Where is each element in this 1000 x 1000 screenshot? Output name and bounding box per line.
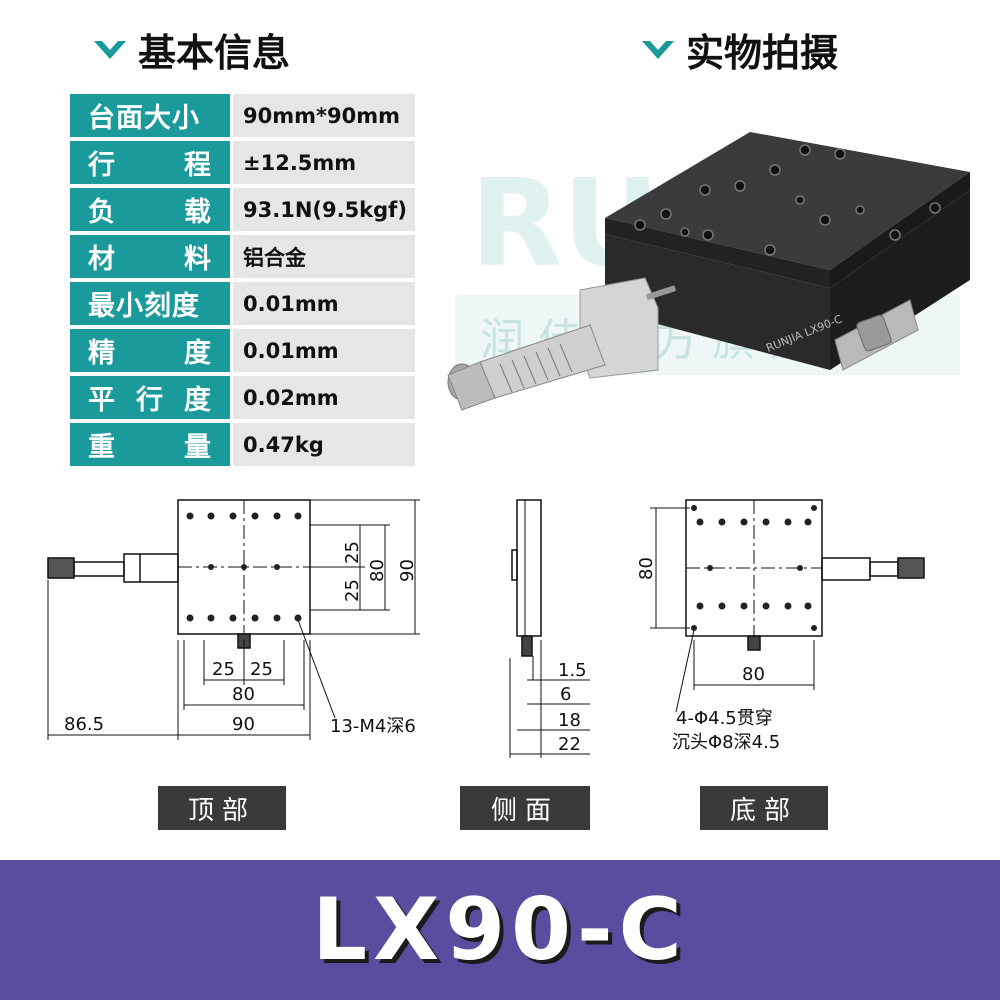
dim-25-right: 25 — [250, 659, 273, 680]
spec-label: 台面大小 — [70, 94, 230, 137]
spec-label-char: 料 — [184, 244, 212, 275]
spec-label: 精度 — [70, 329, 230, 372]
dim-80-bottom-view: 80 — [742, 664, 765, 685]
section-title-info: 基本信息 — [138, 31, 291, 75]
dim-80-bottom: 80 — [232, 684, 255, 705]
technical-drawings: 86.5 90 80 25 25 25 25 80 90 13-M4深6 1.5… — [0, 480, 1000, 780]
spec-label-char: 平 — [88, 385, 116, 416]
spec-row: 平行度 0.02mm — [70, 376, 415, 419]
dim-25-left: 25 — [212, 659, 235, 680]
spec-row: 行程 ±12.5mm — [70, 141, 415, 184]
side-view-drawing — [509, 499, 590, 758]
model-title: LX90-C — [312, 880, 688, 980]
dim-80-left: 80 — [636, 557, 657, 580]
model-banner: LX90-C — [0, 860, 1000, 1000]
spec-value: 0.01mm — [233, 282, 415, 325]
spec-label: 重量 — [70, 423, 230, 466]
spec-value: 93.1N(9.5kgf) — [233, 188, 415, 231]
spec-label-char: 度 — [184, 338, 212, 369]
bottom-holes-note-1: 4-Φ4.5贯穿 — [676, 708, 773, 729]
spec-label-char: 材 — [88, 244, 116, 275]
view-tag-bottom: 底部 — [700, 786, 828, 830]
spec-label: 平行度 — [70, 376, 230, 419]
bottom-holes-note-2: 沉头Φ8深4.5 — [672, 732, 780, 753]
spec-value: 0.02mm — [233, 376, 415, 419]
spec-value: 0.01mm — [233, 329, 415, 372]
dim-18: 18 — [558, 710, 581, 731]
product-photo: RUNJIA 润佳官方旗舰店 RUNJIA LX90-C — [440, 130, 980, 470]
dim-90-right: 90 — [397, 559, 418, 582]
spec-label-char: 负 — [88, 197, 116, 228]
dim-1-5: 1.5 — [558, 660, 587, 681]
spec-row: 重量 0.47kg — [70, 423, 415, 466]
spec-table: 台面大小 90mm*90mm 行程 ±12.5mm 负载 93.1N(9.5kg… — [70, 90, 415, 470]
spec-label-char: 度 — [184, 385, 212, 416]
spec-label-char: 载 — [184, 197, 212, 228]
view-tag-top: 顶部 — [158, 786, 286, 830]
dim-25-vertical-top: 25 — [342, 541, 363, 564]
spec-value: 0.47kg — [233, 423, 415, 466]
spec-label-char: 精 — [88, 338, 116, 369]
spec-row: 最小刻度 0.01mm — [70, 282, 415, 325]
dim-90-bottom: 90 — [232, 714, 255, 735]
spec-label: 负载 — [70, 188, 230, 231]
section-heading-photo: 实物拍摄 — [640, 22, 838, 77]
spec-value: ±12.5mm — [233, 141, 415, 184]
dim-22: 22 — [558, 734, 581, 755]
spec-label-char: 行 — [136, 385, 164, 416]
spec-label-char: 程 — [184, 150, 212, 181]
section-title-photo: 实物拍摄 — [686, 31, 839, 75]
dim-6: 6 — [560, 684, 571, 705]
chevron-down-icon — [642, 40, 674, 59]
view-tag-side: 侧面 — [460, 786, 590, 830]
spec-label: 最小刻度 — [70, 282, 230, 325]
spec-row: 精度 0.01mm — [70, 329, 415, 372]
spec-row: 负载 93.1N(9.5kgf) — [70, 188, 415, 231]
spec-row: 材料 铝合金 — [70, 235, 415, 278]
dim-25-vertical-bottom: 25 — [342, 579, 363, 602]
spec-value: 90mm*90mm — [233, 94, 415, 137]
spec-label-char: 行 — [88, 150, 116, 181]
top-holes-note: 13-M4深6 — [330, 716, 416, 737]
dim-86-5: 86.5 — [64, 714, 104, 735]
spec-label-char: 量 — [184, 432, 212, 463]
dim-80-right: 80 — [367, 559, 388, 582]
spec-value: 铝合金 — [233, 235, 415, 278]
spec-label: 材料 — [70, 235, 230, 278]
section-heading-info: 基本信息 — [92, 22, 290, 77]
chevron-down-icon — [94, 40, 126, 59]
spec-label-char: 重 — [88, 432, 116, 463]
spec-label: 行程 — [70, 141, 230, 184]
top-view-drawing — [47, 499, 420, 740]
spec-row: 台面大小 90mm*90mm — [70, 94, 415, 137]
